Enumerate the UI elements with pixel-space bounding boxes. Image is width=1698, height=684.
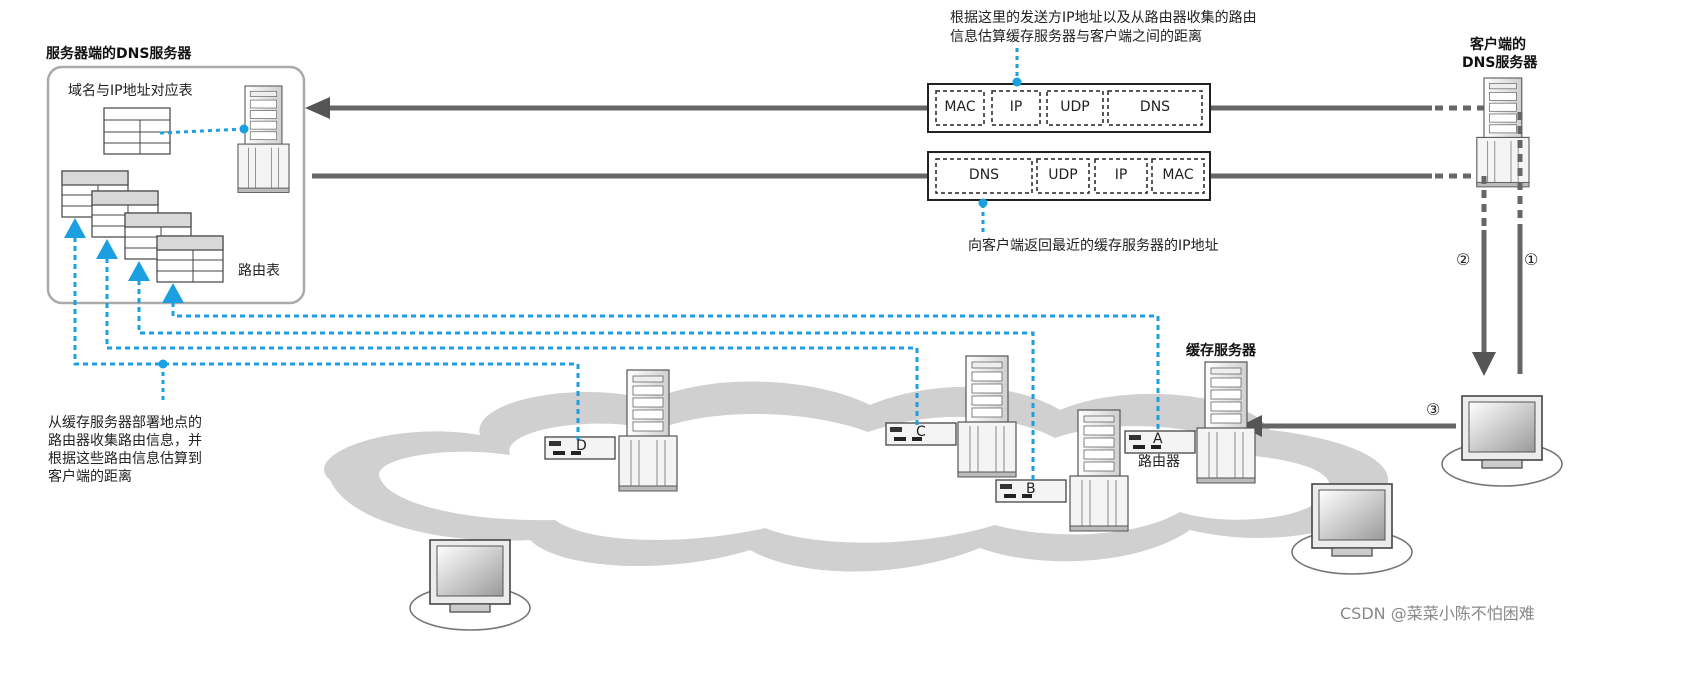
cache-server-c-icon <box>957 355 1017 478</box>
step-2-label: ② <box>1456 250 1471 269</box>
client-pc-icon <box>1441 395 1563 487</box>
note-left-dot <box>158 359 168 369</box>
route-arrow-head-4 <box>162 283 184 303</box>
client-dns-title-1: 客户端的 <box>1470 37 1526 53</box>
server-dns-tower-icon <box>237 85 290 194</box>
note-left-line1: 从缓存服务器部署地点的 <box>48 415 202 431</box>
note-bottom-dot <box>978 198 988 208</box>
note-left-line3: 根据这些路由信息估算到 <box>48 451 202 467</box>
router-label: 路由器 <box>1138 454 1180 470</box>
packet-req-ip: IP <box>1009 99 1023 115</box>
packet-req-udp: UDP <box>1060 99 1090 115</box>
packet-req-mac: MAC <box>944 99 976 115</box>
cache-server-a-icon <box>1196 361 1256 484</box>
step-3-label: ③ <box>1426 400 1441 419</box>
server-dns-title: 服务器端的DNS服务器 <box>46 46 192 62</box>
step2-arrow-head <box>1472 352 1496 376</box>
note-top-dot <box>1012 77 1022 87</box>
route-collection-lines <box>73 237 1160 483</box>
request-packet <box>927 83 1211 133</box>
note-top-line1: 根据这里的发送方IP地址以及从路由器收集的路由 <box>950 10 1257 26</box>
route-arrow-head-1 <box>64 218 86 238</box>
note-left-line2: 路由器收集路由信息，并 <box>48 433 202 449</box>
cache-server-b-icon <box>1069 409 1129 532</box>
request-arrow-head <box>305 97 330 119</box>
name-ip-table-icon <box>103 107 171 155</box>
router-a-label: A <box>1153 431 1163 447</box>
note-bottom: 向客户端返回最近的缓存服务器的IP地址 <box>968 238 1219 254</box>
router-c-label: C <box>916 424 926 440</box>
packet-res-mac: MAC <box>1162 167 1194 183</box>
packet-req-dns: DNS <box>1139 99 1171 115</box>
route-arrow-head-3 <box>128 261 150 281</box>
note-top-line2: 信息估算缓存服务器与客户端之间的距离 <box>950 29 1202 45</box>
watermark: CSDN @菜菜小陈不怕困难 <box>1340 604 1535 623</box>
routing-table-label: 路由表 <box>238 263 280 279</box>
table-link-dotted <box>159 127 245 135</box>
client-dns-title-2: DNS服务器 <box>1462 55 1538 71</box>
packet-res-ip: IP <box>1114 167 1128 183</box>
pc-left-icon <box>409 539 531 631</box>
note-left-line4: 客户端的距离 <box>48 469 132 485</box>
step-1-label: ① <box>1524 250 1539 269</box>
packet-res-dns: DNS <box>968 167 1000 183</box>
cache-server-d-icon <box>618 369 678 492</box>
route-arrow-head-2 <box>96 239 118 259</box>
response-packet <box>927 151 1211 201</box>
cache-server-title: 缓存服务器 <box>1186 343 1256 359</box>
router-d-label: D <box>576 438 587 454</box>
table-link-dot <box>239 124 249 134</box>
routing-table-icon-4 <box>156 235 224 283</box>
packet-res-udp: UDP <box>1048 167 1078 183</box>
step3-arrow-head <box>1240 415 1262 437</box>
router-b-label: B <box>1026 481 1036 497</box>
name-table-label: 域名与IP地址对应表 <box>68 83 193 99</box>
